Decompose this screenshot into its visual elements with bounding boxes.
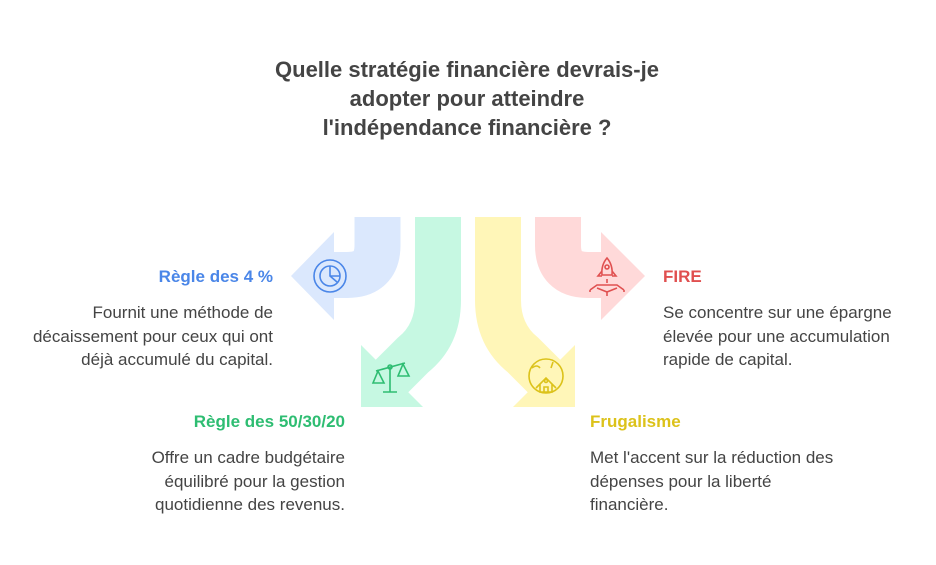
branch-description-fire: Se concentre sur une épargne élevée pour…: [663, 303, 892, 369]
balance-scale-icon: [371, 362, 411, 393]
branch-heading-50-30-20: Règle des 50/30/20: [193, 412, 345, 431]
pie-chart-icon: [313, 259, 347, 293]
arrow-green: [361, 217, 461, 407]
house-globe-icon: [528, 358, 564, 394]
branch-description-50-30-20: Offre un cadre budgétaire équilibré pour…: [151, 448, 345, 514]
rocket-icon: [589, 256, 625, 296]
branch-description-4-percent: Fournit une méthode de décaissement pour…: [32, 303, 273, 369]
arrow-red: [535, 217, 645, 320]
branch-heading-frugalisme: Frugalisme: [590, 412, 681, 431]
arrow-yellow: [475, 217, 575, 407]
branch-heading-4-percent: Règle des 4 %: [158, 267, 273, 286]
arrow-blue: [291, 217, 401, 320]
branch-description-frugalisme: Met l'accent sur la réduction des dépens…: [590, 448, 834, 514]
diagram-title: Quelle stratégie financière devrais-je a…: [275, 57, 659, 140]
branch-heading-fire: FIRE: [663, 267, 702, 286]
